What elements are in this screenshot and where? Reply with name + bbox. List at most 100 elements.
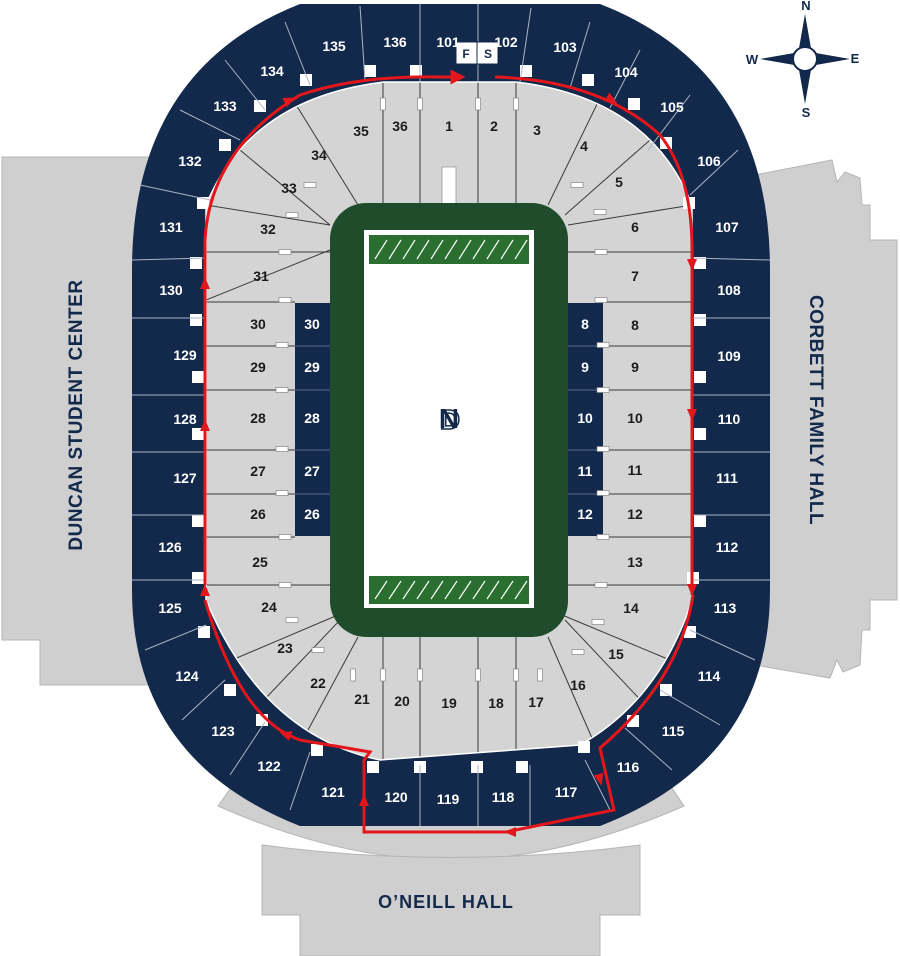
lower-section-17[interactable]: 17 [528,694,544,710]
upper-tunnel [578,741,590,753]
lower-section-6[interactable]: 6 [631,219,639,235]
upper-section-103[interactable]: 103 [553,39,577,55]
endzone-hash [416,239,430,260]
upper-section-106[interactable]: 106 [697,153,721,169]
upper-section-131[interactable]: 131 [159,219,183,235]
lower-section-9[interactable]: 9 [631,359,639,375]
upper-section-123[interactable]: 123 [211,723,235,739]
field-side-section-28[interactable]: 28 [304,410,320,426]
upper-section-133[interactable]: 133 [213,98,237,114]
lower-section-7[interactable]: 7 [631,268,639,284]
upper-section-126[interactable]: 126 [158,539,182,555]
lower-section-25[interactable]: 25 [252,554,268,570]
vomitory [591,619,605,625]
upper-section-102[interactable]: 102 [494,34,518,50]
upper-section-105[interactable]: 105 [660,99,684,115]
lower-section-10[interactable]: 10 [627,410,643,426]
field-side-section-10[interactable]: 10 [577,410,593,426]
lower-section-27[interactable]: 27 [250,463,266,479]
upper-section-111[interactable]: 111 [716,470,738,486]
vomitory [596,490,610,496]
upper-section-134[interactable]: 134 [260,63,284,79]
lower-section-33[interactable]: 33 [281,180,297,196]
upper-section-112[interactable]: 112 [716,539,739,555]
lower-section-35[interactable]: 35 [353,123,369,139]
lower-section-14[interactable]: 14 [623,600,639,616]
lower-section-4[interactable]: 4 [580,138,588,154]
upper-section-114[interactable]: 114 [698,668,721,684]
upper-divider [179,109,241,141]
lower-section-13[interactable]: 13 [627,554,643,570]
lower-section-29[interactable]: 29 [250,359,266,375]
lower-section-21[interactable]: 21 [354,691,370,707]
upper-divider [689,149,739,196]
upper-section-121[interactable]: 121 [321,784,345,800]
route-arrow-icon [604,92,618,103]
upper-section-101[interactable]: 101 [436,34,460,50]
lower-section-22[interactable]: 22 [310,675,326,691]
lower-section-20[interactable]: 20 [394,693,410,709]
upper-section-116[interactable]: 116 [617,759,640,775]
field-side-section-8[interactable]: 8 [581,316,589,332]
field-side-section-12[interactable]: 12 [577,506,593,522]
lower-section-24[interactable]: 24 [261,599,277,615]
upper-section-120[interactable]: 120 [384,789,408,805]
lower-section-34[interactable]: 34 [311,147,327,163]
field-side-section-9[interactable]: 9 [581,359,589,375]
lower-section-36[interactable]: 36 [392,118,408,134]
upper-section-117[interactable]: 117 [555,784,578,800]
upper-divider [144,624,207,651]
lower-section-31[interactable]: 31 [253,268,269,284]
lower-section-8[interactable]: 8 [631,317,639,333]
route-arrow-icon [687,584,697,596]
lower-section-23[interactable]: 23 [277,640,293,656]
field-side-section-11[interactable]: 11 [578,463,593,479]
upper-divider [224,59,266,111]
upper-section-129[interactable]: 129 [173,347,197,363]
lower-section-16[interactable]: 16 [570,677,586,693]
upper-section-124[interactable]: 124 [175,668,199,684]
section-divider [289,94,359,206]
lower-section-3[interactable]: 3 [533,122,541,138]
upper-section-104[interactable]: 104 [614,64,638,80]
upper-section-135[interactable]: 135 [322,38,346,54]
lower-section-15[interactable]: 15 [608,646,624,662]
field-side-section-29[interactable]: 29 [304,359,320,375]
section-divider [239,149,331,226]
upper-section-119[interactable]: 119 [437,791,460,807]
lower-section-18[interactable]: 18 [488,695,504,711]
upper-section-113[interactable]: 113 [714,600,737,616]
upper-section-118[interactable]: 118 [492,789,515,805]
lower-section-1[interactable]: 1 [445,118,453,134]
lower-section-11[interactable]: 11 [628,462,643,478]
upper-tunnel [198,626,210,638]
upper-section-108[interactable]: 108 [717,282,741,298]
upper-section-115[interactable]: 115 [662,723,685,739]
upper-divider [624,727,673,771]
field-side-section-26[interactable]: 26 [304,506,320,522]
press-box-s-label: S [484,47,492,61]
upper-section-109[interactable]: 109 [717,348,741,364]
lower-section-12[interactable]: 12 [627,506,643,522]
lower-section-30[interactable]: 30 [250,316,266,332]
vomitory [275,446,289,452]
compass-south: S [802,105,811,120]
lower-section-19[interactable]: 19 [441,695,457,711]
lower-section-2[interactable]: 2 [490,118,498,134]
lower-section-32[interactable]: 32 [260,221,276,237]
field-side-section-30[interactable]: 30 [304,316,320,332]
upper-section-127[interactable]: 127 [173,470,197,486]
lower-section-5[interactable]: 5 [615,174,623,190]
upper-section-110[interactable]: 110 [718,411,741,427]
upper-section-132[interactable]: 132 [178,153,202,169]
upper-section-122[interactable]: 122 [257,758,281,774]
upper-section-128[interactable]: 128 [173,411,197,427]
upper-section-136[interactable]: 136 [383,34,407,50]
upper-section-125[interactable]: 125 [158,600,182,616]
lower-section-28[interactable]: 28 [250,410,266,426]
upper-section-107[interactable]: 107 [715,219,739,235]
field-side-section-27[interactable]: 27 [304,463,320,479]
lower-section-26[interactable]: 26 [250,506,266,522]
upper-section-130[interactable]: 130 [159,282,183,298]
